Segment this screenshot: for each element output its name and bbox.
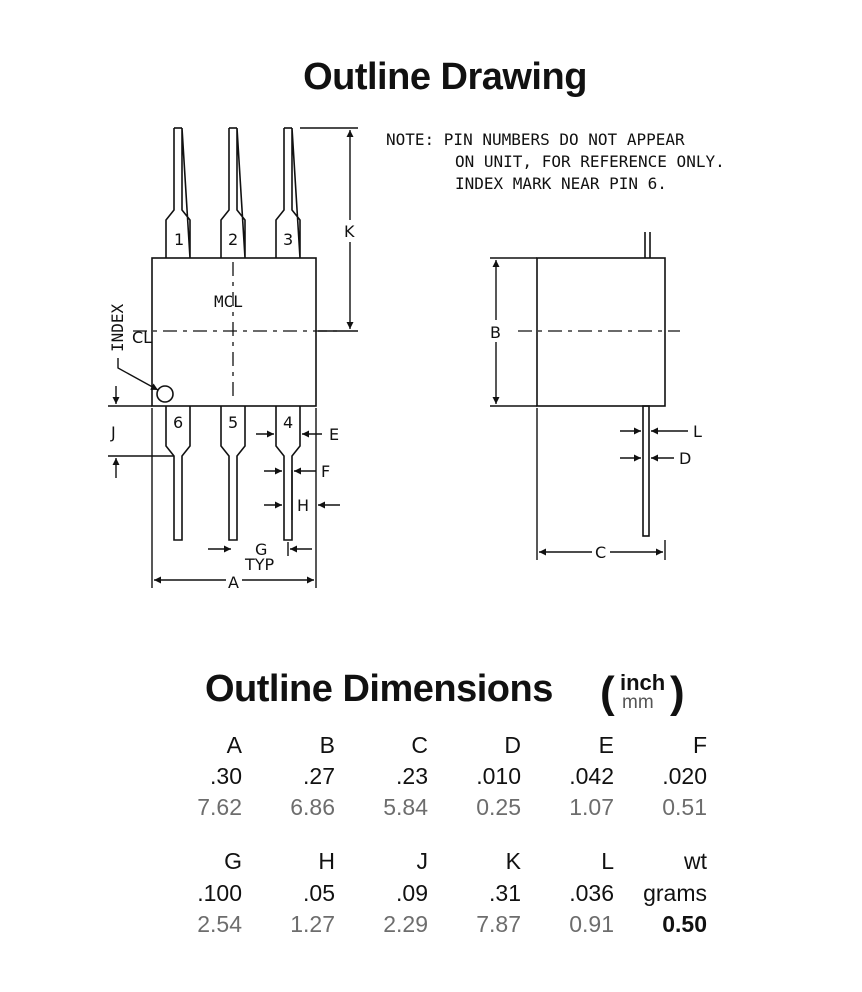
dim-mm-value: 7.87 xyxy=(476,911,521,937)
body-label: MCL xyxy=(214,292,243,311)
dim-mm-value: 2.29 xyxy=(383,911,428,937)
pin-number-2: 2 xyxy=(228,230,238,249)
centerline-symbol: CL xyxy=(132,328,152,347)
pin-2-lead xyxy=(220,127,246,259)
dim-label-d: D xyxy=(679,449,691,468)
dim-mm-value: 0.25 xyxy=(476,794,521,820)
dim-mm-value: 0.51 xyxy=(662,794,707,820)
dim-inch-value: .036 xyxy=(569,880,614,906)
side-lead xyxy=(642,405,650,537)
dim-inch-value: .020 xyxy=(662,763,707,789)
note-line-1: NOTE: PIN NUMBERS DO NOT APPEAR xyxy=(386,130,685,149)
dim-header: H xyxy=(318,848,335,874)
dim-mm-value: 6.86 xyxy=(290,794,335,820)
unit-close-paren: ) xyxy=(670,668,685,717)
dim-header: A xyxy=(226,732,242,758)
pin-number-3: 3 xyxy=(283,230,293,249)
dim-inch-value: .27 xyxy=(303,763,335,789)
dim-mm-value: 7.62 xyxy=(197,794,242,820)
dim-inch-value: .31 xyxy=(489,880,521,906)
package-body xyxy=(151,257,317,407)
pin-5-lead xyxy=(220,406,246,541)
dim-label-k: K xyxy=(344,222,355,241)
dim-mm-value: 0.91 xyxy=(569,911,614,937)
dim-inch-value: .30 xyxy=(210,763,242,789)
dim-mm-row-1: 7.62 6.86 5.84 0.25 1.07 0.51 xyxy=(150,792,770,822)
dim-label-c: C xyxy=(595,543,606,562)
pin-number-6: 6 xyxy=(173,413,183,432)
dim-label-e: E xyxy=(329,425,339,444)
dim-label-b: B xyxy=(490,323,501,342)
dim-mm-value: 1.07 xyxy=(569,794,614,820)
dim-inch-value: .23 xyxy=(396,763,428,789)
dim-weight-value: 0.50 xyxy=(662,911,707,937)
dim-mm-value: 2.54 xyxy=(197,911,242,937)
pin-number-1: 1 xyxy=(174,230,184,249)
note-line-3: INDEX MARK NEAR PIN 6. xyxy=(455,174,667,193)
dim-header: K xyxy=(505,848,521,874)
dim-inch-value: .05 xyxy=(303,880,335,906)
dim-header: D xyxy=(504,732,521,758)
dim-inch-value: .010 xyxy=(476,763,521,789)
dim-label-l: L xyxy=(693,422,702,441)
dim-header: wt xyxy=(684,848,707,874)
dim-inch-row-2: .100 .05 .09 .31 .036 grams xyxy=(150,878,770,908)
dim-headers-row-2: G H J K L wt xyxy=(150,846,770,876)
outline-drawing-title: Outline Drawing xyxy=(303,56,587,98)
note-line-2: ON UNIT, FOR REFERENCE ONLY. xyxy=(455,152,725,171)
dim-label-f: F xyxy=(321,462,330,481)
dim-header: C xyxy=(411,732,428,758)
pin-1-lead xyxy=(165,127,191,259)
pin-number-5: 5 xyxy=(228,413,238,432)
dim-header: G xyxy=(224,848,242,874)
dim-header: B xyxy=(319,732,335,758)
dim-inch-value: .09 xyxy=(396,880,428,906)
dim-header: J xyxy=(416,848,429,874)
side-body xyxy=(536,257,666,407)
pin-4-lead xyxy=(275,406,301,541)
unit-inch: inch xyxy=(620,670,666,695)
dim-label-typ: TYP xyxy=(244,555,275,574)
pin-6-lead xyxy=(165,406,191,541)
dim-label-j: J xyxy=(110,423,116,442)
side-view xyxy=(536,232,666,537)
dim-header: E xyxy=(598,732,614,758)
pin-3-lead xyxy=(275,127,301,259)
outline-dimensions-title: Outline Dimensions xyxy=(205,668,553,710)
dim-inch-row-1: .30 .27 .23 .010 .042 .020 xyxy=(150,761,770,791)
front-view xyxy=(151,127,317,541)
pin-number-4: 4 xyxy=(283,413,293,432)
dim-inch-value: .100 xyxy=(197,880,242,906)
index-label: INDEX xyxy=(108,303,127,352)
dim-mm-value: 5.84 xyxy=(383,794,428,820)
index-mark-circle xyxy=(156,385,174,403)
dim-weight-unit: grams xyxy=(643,880,707,906)
dim-label-h: H xyxy=(297,496,309,515)
dim-mm-row-2: 2.54 1.27 2.29 7.87 0.91 0.50 xyxy=(150,909,770,939)
dim-headers-row-1: A B C D E F xyxy=(150,730,770,760)
dim-label-a: A xyxy=(228,573,239,592)
unit-mm: mm xyxy=(622,692,654,713)
dim-inch-value: .042 xyxy=(569,763,614,789)
unit-open-paren: ( xyxy=(600,668,615,717)
dim-header: L xyxy=(601,848,614,874)
dim-mm-value: 1.27 xyxy=(290,911,335,937)
dim-label-g: G xyxy=(255,540,267,559)
dim-header: F xyxy=(692,732,707,758)
